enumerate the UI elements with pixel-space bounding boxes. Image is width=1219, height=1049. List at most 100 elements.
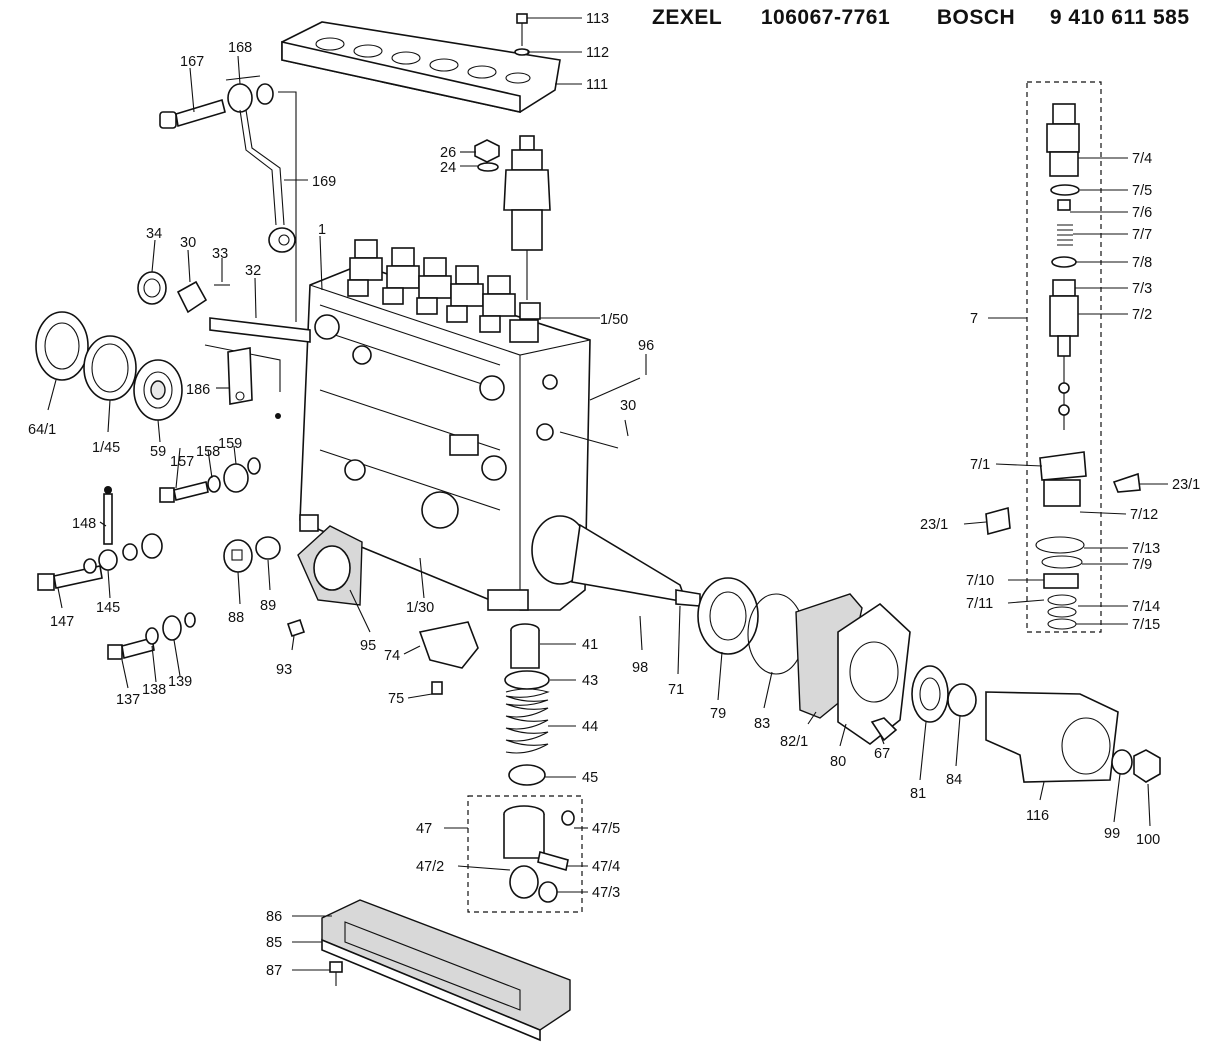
label-1: 1	[318, 222, 326, 238]
label-33: 33	[212, 246, 228, 262]
label-43: 43	[582, 673, 598, 689]
tappet-assembly	[418, 621, 550, 786]
label-89: 89	[260, 598, 276, 614]
label-7-10: 7/10	[966, 573, 994, 589]
label-7: 7	[970, 311, 978, 327]
label-148: 148	[72, 516, 96, 532]
label-169: 169	[312, 174, 336, 190]
label-7-2: 7/2	[1132, 307, 1152, 323]
label-83: 83	[754, 716, 770, 732]
label-87: 87	[266, 963, 282, 979]
bosch-part-number: 9 410 611 585	[1049, 6, 1190, 29]
label-145: 145	[96, 600, 120, 616]
zexel-part-number: 106067-7761	[760, 6, 891, 29]
bottom-cover-plate	[321, 899, 571, 1042]
label-95: 95	[360, 638, 376, 654]
label-116: 116	[1026, 808, 1049, 824]
overflow-valve-assembly	[37, 486, 163, 591]
label-138: 138	[142, 682, 166, 698]
label-168: 168	[228, 40, 252, 56]
label-7-9: 7/9	[1132, 557, 1152, 573]
label-86: 86	[266, 909, 282, 925]
callout-labels: 113 112 111 167 168 169 26 24 1 34 30 33…	[28, 11, 1200, 979]
banjo-bolt-assembly-157	[159, 457, 261, 503]
brand-bosch: BOSCH	[936, 6, 1016, 29]
banjo-bolt-assembly-137	[107, 612, 196, 660]
label-80: 80	[830, 754, 846, 770]
label-47-3: 47/3	[592, 885, 620, 901]
label-96: 96	[638, 338, 654, 354]
cover-screw-part	[514, 13, 530, 56]
label-30-upper: 30	[180, 235, 196, 251]
label-111: 111	[586, 77, 608, 93]
delivery-valve-holders	[347, 239, 541, 343]
label-34: 34	[146, 226, 162, 242]
label-79: 79	[710, 706, 726, 722]
label-159: 159	[218, 436, 242, 452]
left-bearing-parts	[35, 311, 183, 421]
label-47: 47	[416, 821, 432, 837]
label-41: 41	[582, 637, 598, 653]
delivery-valve-detail	[985, 81, 1141, 633]
label-88: 88	[228, 610, 244, 626]
pump-housing-part	[299, 264, 591, 611]
label-23-1-right: 23/1	[1172, 477, 1200, 493]
brand-zexel: ZEXEL	[652, 6, 723, 29]
label-24: 24	[440, 160, 456, 176]
right-side-parts	[697, 577, 1161, 783]
label-7-15: 7/15	[1132, 617, 1160, 633]
label-64-1: 64/1	[28, 422, 56, 438]
cover-plate-parts	[223, 525, 363, 638]
label-71: 71	[668, 682, 684, 698]
label-7-3: 7/3	[1132, 281, 1152, 297]
label-186: 186	[186, 382, 210, 398]
label-1-45: 1/45	[92, 440, 120, 456]
label-32: 32	[245, 263, 261, 279]
label-59: 59	[150, 444, 166, 460]
roller-tappet-assembly	[467, 795, 583, 913]
label-98: 98	[632, 660, 648, 676]
label-7-13: 7/13	[1132, 541, 1160, 557]
label-7-7: 7/7	[1132, 227, 1152, 243]
label-157: 157	[170, 454, 194, 470]
label-82-1: 82/1	[780, 734, 808, 750]
label-7-8: 7/8	[1132, 255, 1152, 271]
label-74: 74	[384, 648, 400, 664]
label-44: 44	[582, 719, 598, 735]
label-1-30: 1/30	[406, 600, 434, 616]
label-93: 93	[276, 662, 292, 678]
label-147: 147	[50, 614, 74, 630]
label-67: 67	[874, 746, 890, 762]
label-158: 158	[196, 444, 220, 460]
label-167: 167	[180, 54, 204, 70]
label-99: 99	[1104, 826, 1120, 842]
label-47-5: 47/5	[592, 821, 620, 837]
diagram-header: ZEXEL 106067-7761 BOSCH 9 410 611 585	[652, 6, 1190, 30]
fuel-line-assembly	[159, 75, 297, 322]
label-7-4: 7/4	[1132, 151, 1152, 167]
label-23-1-left: 23/1	[920, 517, 948, 533]
label-7-12: 7/12	[1130, 507, 1158, 523]
top-cover-part	[281, 21, 561, 113]
label-139: 139	[168, 674, 192, 690]
label-75: 75	[388, 691, 404, 707]
label-45: 45	[582, 770, 598, 786]
label-113: 113	[586, 11, 609, 27]
label-47-2: 47/2	[416, 859, 444, 875]
leader-lines	[47, 17, 1168, 971]
delivery-valve-exploded	[474, 135, 551, 300]
label-7-1: 7/1	[970, 457, 990, 473]
label-1-50: 1/50	[600, 312, 628, 328]
label-26: 26	[440, 145, 456, 161]
label-112: 112	[586, 45, 609, 61]
label-81: 81	[910, 786, 926, 802]
label-30-right: 30	[620, 398, 636, 414]
label-137: 137	[116, 692, 140, 708]
label-7-5: 7/5	[1132, 183, 1152, 199]
label-7-14: 7/14	[1132, 599, 1160, 615]
label-100: 100	[1136, 832, 1160, 848]
label-84: 84	[946, 772, 962, 788]
label-47-4: 47/4	[592, 859, 620, 875]
